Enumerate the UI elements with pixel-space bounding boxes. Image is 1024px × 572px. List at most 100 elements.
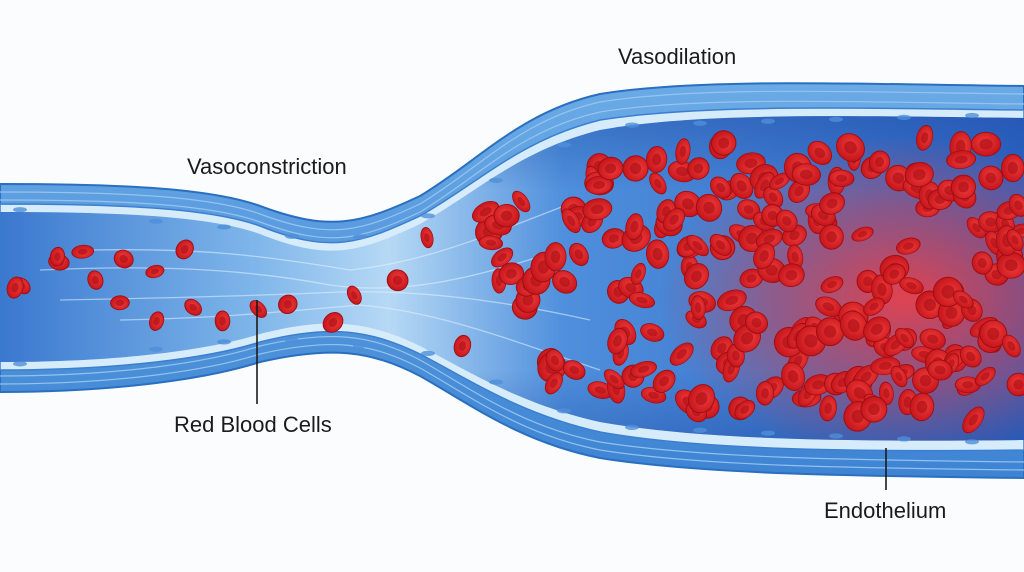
red-blood-cell	[569, 242, 589, 266]
red-blood-cell	[386, 269, 409, 292]
red-blood-cell	[904, 162, 934, 188]
red-blood-cell	[687, 157, 710, 180]
vasoconstriction-label: Vasoconstriction	[187, 154, 347, 179]
red-blood-cell	[545, 349, 565, 372]
red-blood-cell	[687, 384, 716, 414]
red-blood-cell	[807, 140, 833, 165]
red-blood-cell	[630, 360, 657, 378]
red-blood-cell	[828, 169, 855, 187]
red-blood-cell	[890, 365, 908, 388]
red-blood-cell	[630, 262, 646, 285]
endothelial-nucleus	[285, 337, 299, 343]
red-blood-cell	[915, 125, 934, 151]
red-blood-cell	[175, 239, 194, 260]
red-blood-cell	[498, 262, 525, 285]
red-blood-cell	[846, 379, 874, 407]
red-blood-cell	[868, 150, 891, 174]
red-blood-cell	[954, 376, 981, 394]
endothelial-nucleus	[557, 142, 571, 148]
red-blood-cell	[755, 381, 775, 406]
red-blood-cell	[1006, 372, 1024, 397]
red-blood-cell	[710, 176, 732, 199]
endothelial-nucleus	[13, 361, 27, 367]
red-blood-cell	[787, 244, 804, 270]
red-blood-cell	[453, 334, 472, 358]
red-blood-cell	[895, 327, 915, 349]
endothelial-nucleus	[761, 430, 775, 436]
red-blood-cell	[113, 249, 134, 269]
endothelial-nucleus	[965, 112, 979, 119]
red-blood-cell	[493, 203, 520, 228]
red-blood-cell	[278, 294, 298, 315]
endothelial-nucleus	[149, 218, 163, 224]
red-blood-cell	[585, 175, 613, 195]
red-blood-cell	[979, 319, 1008, 348]
red-blood-cell	[791, 163, 821, 186]
red-blood-cells-label: Red Blood Cells	[174, 412, 332, 437]
red-blood-cell	[971, 251, 993, 275]
endothelial-nucleus	[217, 224, 231, 230]
endothelial-nucleus	[625, 424, 639, 430]
endothelial-nucleus	[421, 350, 435, 356]
red-blood-cell	[753, 242, 776, 270]
red-blood-cell	[601, 228, 626, 249]
red-blood-cell	[745, 311, 768, 334]
red-blood-cell	[690, 295, 706, 321]
red-blood-cell	[544, 242, 567, 272]
vasodilation-label: Vasodilation	[618, 44, 736, 69]
endothelial-nucleus	[693, 427, 707, 433]
red-blood-cell	[1006, 228, 1024, 252]
red-blood-cell	[863, 316, 891, 343]
red-blood-cell	[145, 264, 165, 279]
red-blood-cell	[675, 138, 691, 165]
red-blood-cell	[959, 345, 982, 368]
red-blood-cell	[932, 276, 964, 308]
red-blood-cell	[214, 310, 231, 332]
red-blood-cell	[49, 246, 66, 267]
red-blood-cell	[110, 295, 130, 311]
red-blood-cell	[491, 247, 514, 268]
red-blood-cell	[683, 263, 710, 290]
red-blood-cell	[879, 381, 894, 406]
red-blood-cell	[622, 155, 649, 182]
red-blood-cell	[149, 311, 165, 331]
red-blood-cell	[87, 270, 104, 290]
red-blood-cell	[863, 297, 885, 316]
red-blood-cell	[625, 213, 644, 241]
red-blood-cell	[836, 133, 865, 162]
red-blood-cell	[730, 172, 754, 200]
endothelial-nucleus	[489, 379, 503, 385]
red-blood-cell	[974, 366, 996, 386]
endothelial-nucleus	[13, 207, 27, 213]
endothelial-nucleus	[625, 122, 639, 128]
red-blood-cell	[819, 224, 844, 250]
red-blood-cell	[819, 395, 837, 422]
endothelial-nucleus	[557, 408, 571, 414]
red-blood-cell	[561, 208, 581, 234]
red-blood-cell	[645, 146, 668, 173]
endothelial-nucleus	[285, 233, 299, 239]
red-blood-cell	[763, 186, 784, 209]
endothelial-nucleus	[829, 116, 843, 122]
red-blood-cell	[851, 226, 874, 242]
red-blood-cells	[6, 125, 1024, 434]
red-blood-cell	[781, 361, 806, 392]
red-blood-cell	[1008, 193, 1024, 217]
red-blood-cell	[607, 327, 628, 355]
endothelial-nucleus	[149, 346, 163, 352]
red-blood-cell	[962, 406, 985, 434]
red-blood-cell	[478, 235, 504, 251]
endothelial-nucleus	[353, 234, 367, 240]
red-blood-cell	[710, 130, 737, 156]
red-blood-cell	[819, 192, 845, 215]
endothelial-nucleus	[81, 212, 95, 219]
red-blood-cell	[587, 381, 614, 399]
red-blood-cell	[950, 174, 977, 200]
red-blood-cell	[544, 372, 563, 395]
red-blood-cell	[695, 193, 723, 222]
red-blood-cell	[820, 276, 844, 294]
red-blood-cell	[322, 312, 344, 333]
red-blood-cell	[562, 360, 586, 380]
red-blood-cell	[552, 270, 578, 294]
